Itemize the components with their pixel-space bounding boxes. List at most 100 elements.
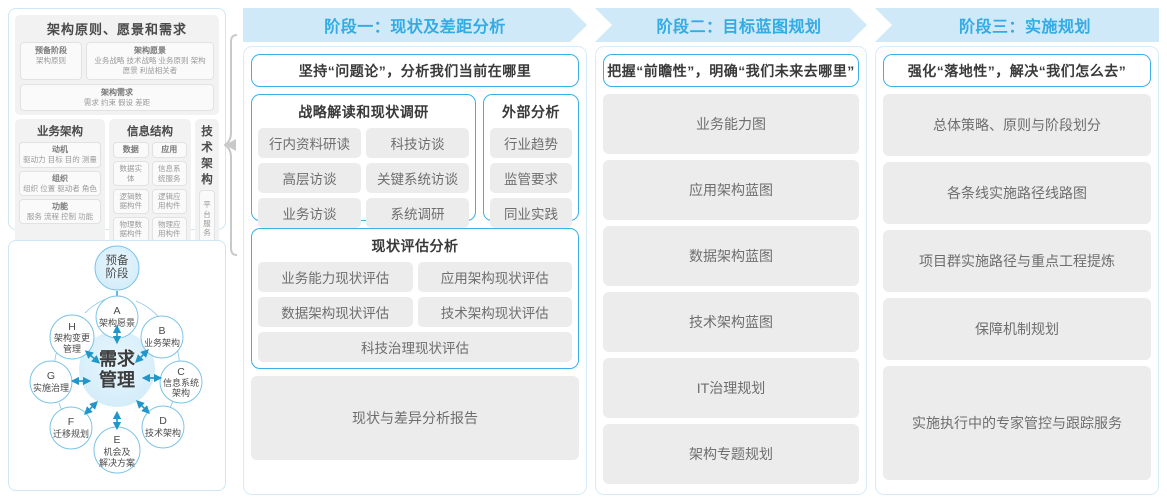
group-external-analysis-title: 外部分析 (502, 104, 560, 120)
group-strategy-research-items: 行内资料研读 科技访谈 高层访谈 关键系统访谈 业务访谈 系统调研 (258, 128, 469, 228)
framework-chip: 应用 (151, 142, 187, 159)
chip-head: 动机 (52, 145, 68, 155)
adm-prep-line2: 阶段 (106, 266, 129, 280)
chip-item[interactable]: 数据架构现状评估 (258, 297, 413, 327)
framework-chip: 平台服务 (199, 190, 215, 248)
framework-column-information-title: 信息结构 (127, 126, 173, 139)
framework-vision-cell: 架构愿景 业务战略 技术战略 业务原则 架构愿景 利益相关者 (86, 42, 214, 80)
chip-item[interactable]: 业务能力图 (603, 94, 859, 154)
chip-item[interactable]: 架构专题规划 (603, 424, 859, 484)
adm-node-H-key: H (68, 321, 76, 333)
adm-node-E-key: E (113, 434, 120, 446)
left-column: 架构原则、愿景和需求 预备阶段 架构原则 架构愿景 业务战略 技术战略 业务原则… (8, 8, 226, 491)
framework-chip: 数据实体 (113, 161, 149, 186)
chip-item[interactable]: 科技治理现状评估 (258, 332, 572, 362)
adm-prep-line1: 预备 (106, 253, 129, 267)
framework-top-section: 架构原则、愿景和需求 预备阶段 架构原则 架构愿景 业务战略 技术战略 业务原则… (15, 15, 219, 116)
framework-prep-cell: 预备阶段 架构原则 (20, 42, 82, 80)
chip-item[interactable]: 应用架构蓝图 (603, 160, 859, 220)
chip-item[interactable]: 行业趋势 (490, 128, 572, 158)
chip-item[interactable]: 项目群实施路径与重点工程提炼 (883, 230, 1151, 292)
chip-body: 服务 流程 控制 功能 (26, 212, 94, 221)
chip-item[interactable]: IT治理规划 (603, 358, 859, 418)
framework-chip: 组织 组织 位置 驱动者 角色 (19, 170, 101, 196)
adm-node-C-label2: 架构 (172, 387, 190, 398)
framework-column-business-title: 业务架构 (37, 126, 83, 139)
chip-item[interactable]: 关键系统访谈 (366, 163, 469, 193)
framework-chip: 物理应用构件 (151, 216, 187, 242)
chip-body: 平台服务 (203, 200, 211, 238)
chip-item[interactable]: 科技访谈 (366, 128, 469, 158)
adm-center-line1: 需求 (99, 348, 136, 369)
adm-cycle-diagram: 预备 阶段 需求 管理 A 架构愿景 B 业务架构 (8, 240, 226, 491)
phase-3: 阶段三：实施规划 强化“落地性”，解决“我们怎么去” 总体策略、原则与阶段划分 … (875, 8, 1159, 495)
phase-3-header-label: 阶段三：实施规划 (958, 19, 1091, 36)
grouping-brace (223, 33, 250, 258)
chip-item[interactable]: 监管要求 (490, 163, 572, 193)
chip-item[interactable]: 同业实践 (490, 198, 572, 228)
framework-prep-body: 架构原则 (36, 56, 66, 65)
adm-center-line2: 管理 (99, 369, 135, 390)
framework-chip: 逻辑应用构件 (151, 189, 187, 214)
phase-2-slogan[interactable]: 把握“前瞻性”，明确“我们未来去哪里” (603, 54, 859, 87)
chip-item[interactable]: 业务能力现状评估 (258, 262, 413, 292)
chip-item[interactable]: 系统调研 (366, 198, 469, 228)
framework-chip: 信息系统服务 (151, 161, 187, 186)
phase-3-items: 总体策略、原则与阶段划分 各条线实施路径线路图 项目群实施路径与重点工程提炼 保… (883, 94, 1151, 480)
group-current-state-assessment-wide: 科技治理现状评估 (258, 332, 572, 362)
framework-column-technology-title: 技术架构 (201, 126, 213, 187)
phase-1-report[interactable]: 现状与差异分析报告 (251, 376, 579, 460)
framework-requirements-body: 需求 约束 假设 差距 (83, 97, 151, 107)
adm-node-F-key: F (68, 416, 74, 428)
phase-1-slogan[interactable]: 坚持“问题论”，分析我们当前在哪里 (251, 54, 579, 87)
chip-body: 逻辑数据构件 (119, 192, 143, 211)
phase-1-top-row: 战略解读和现状调研 行内资料研读 科技访谈 高层访谈 关键系统访谈 业务访谈 系… (251, 94, 579, 228)
phase-2-body: 把握“前瞻性”，明确“我们未来去哪里” 业务能力图 应用架构蓝图 数据架构蓝图 … (595, 46, 867, 495)
chip-item[interactable]: 行内资料研读 (258, 128, 361, 158)
chip-item[interactable]: 技术架构蓝图 (603, 292, 859, 352)
phase-1-strategy-group-wrap: 战略解读和现状调研 行内资料研读 科技访谈 高层访谈 关键系统访谈 业务访谈 系… (251, 94, 476, 228)
framework-vision-body: 业务战略 技术战略 业务原则 架构愿景 利益相关者 (94, 56, 206, 75)
adm-node-C-label1: 信息系统 (163, 377, 199, 388)
group-external-analysis-items: 行业趋势 监管要求 同业实践 (490, 128, 572, 228)
chip-item[interactable]: 技术架构现状评估 (417, 297, 572, 327)
chip-item[interactable]: 实施执行中的专家管控与跟踪服务 (883, 366, 1151, 480)
adm-node-F-label: 迁移规划 (53, 428, 89, 439)
group-strategy-research-title: 战略解读和现状调研 (298, 104, 429, 120)
chip-item[interactable]: 数据架构蓝图 (603, 226, 859, 286)
chip-head: 组织 (52, 173, 68, 183)
phase-2-header-label: 阶段二：目标蓝图规划 (656, 19, 822, 36)
adm-node-B-label: 业务架构 (144, 337, 180, 348)
chip-body: 信息系统服务 (158, 164, 181, 183)
chip-item[interactable]: 各条线实施路径线路图 (883, 162, 1151, 224)
chip-item[interactable]: 总体策略、原则与阶段划分 (883, 94, 1151, 156)
chip-body: 数据实体 (119, 164, 143, 183)
chip-head: 数据 (122, 145, 139, 155)
framework-requirements-head: 架构需求 (101, 87, 133, 97)
adm-node-G-key: G (47, 370, 55, 382)
phase-3-header: 阶段三：实施规划 (875, 8, 1159, 42)
phase-3-slogan[interactable]: 强化“落地性”，解决“我们怎么去” (883, 54, 1151, 87)
chip-body: 组织 位置 驱动者 角色 (23, 183, 97, 193)
adm-node-B-key: B (158, 325, 165, 337)
group-external-analysis: 外部分析 行业趋势 监管要求 同业实践 (483, 94, 579, 228)
phase-1-body: 坚持“问题论”，分析我们当前在哪里 战略解读和现状调研 行内资料研读 科技访谈 … (243, 46, 587, 495)
framework-chip: 动机 驱动力 目标 目的 测量 (19, 142, 101, 168)
chip-item[interactable]: 保障机制规划 (883, 298, 1151, 360)
phase-2: 阶段二：目标蓝图规划 把握“前瞻性”，明确“我们未来去哪里” 业务能力图 应用架… (595, 8, 867, 495)
framework-title: 架构原则、愿景和需求 (46, 22, 187, 37)
adm-node-E-label1: 机会及 (103, 446, 130, 457)
chip-item[interactable]: 高层访谈 (258, 163, 361, 193)
framework-requirements-cell: 架构需求 需求 约束 假设 差距 (20, 83, 214, 112)
togaf-content-framework: 架构原则、愿景和需求 预备阶段 架构原则 架构愿景 业务战略 技术战略 业务原则… (8, 8, 226, 432)
phase-2-header: 阶段二：目标蓝图规划 (595, 8, 867, 42)
adm-node-A-label: 架构愿景 (99, 317, 135, 328)
framework-vision-head: 架构愿景 (134, 46, 166, 55)
phase-1: 阶段一：现状及差距分析 坚持“问题论”，分析我们当前在哪里 战略解读和现状调研 … (243, 8, 587, 495)
chip-item[interactable]: 应用架构现状评估 (417, 262, 572, 292)
chip-item[interactable]: 业务访谈 (258, 198, 361, 228)
group-current-state-assessment-title: 现状评估分析 (371, 238, 459, 254)
adm-node-H-label2: 管理 (63, 343, 81, 354)
group-current-state-assessment-items: 业务能力现状评估 应用架构现状评估 数据架构现状评估 技术架构现状评估 (258, 262, 572, 327)
chip-body: 物理数据构件 (119, 219, 143, 239)
